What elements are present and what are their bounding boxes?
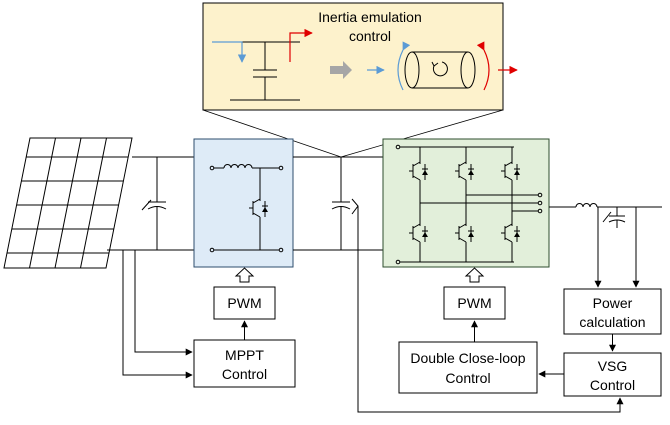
igbt-upper-1-icon xyxy=(409,160,428,184)
igbt-upper-3-icon xyxy=(501,160,520,184)
inertia-emulation-inset: Inertia emulation control xyxy=(202,2,518,158)
boost-converter xyxy=(193,138,294,268)
energy-in-arrow xyxy=(212,41,247,63)
pwm-right-block: PWM xyxy=(443,286,506,320)
dc-link-capacitor-icon xyxy=(331,157,359,250)
igbt-lower-2-icon xyxy=(455,222,474,246)
input-capacitor-icon xyxy=(141,157,167,250)
vsg-label-line1: VSG xyxy=(598,358,628,374)
inset-background xyxy=(202,2,504,111)
pwm-left-gate-arrow xyxy=(234,267,255,283)
rotor-cylinder-icon xyxy=(404,51,476,89)
vsg-control-block: VSG Control xyxy=(563,352,662,397)
double-close-loop-block: Double Close-loop Control xyxy=(398,341,538,394)
vsg-label-line2: Control xyxy=(590,377,635,393)
mppt-label-line1: MPPT xyxy=(225,347,264,363)
boost-converter-box xyxy=(193,138,294,268)
inverter-legs xyxy=(409,147,520,262)
double-loop-label-line1: Double Close-loop xyxy=(410,350,525,366)
rotor-red-arc xyxy=(476,41,490,91)
power-label-line1: Power xyxy=(593,295,633,311)
pv-panel-icon xyxy=(3,137,133,269)
energy-out-arrow xyxy=(289,28,313,62)
transition-arrow-icon xyxy=(330,61,352,79)
zoom-line-left xyxy=(202,109,342,158)
power-label-line2: calculation xyxy=(579,314,645,330)
zoom-line-right xyxy=(340,109,504,158)
rotor-blue-arc xyxy=(397,41,411,91)
power-calculation-block: Power calculation xyxy=(563,288,662,335)
filter-inductor-icon xyxy=(575,203,598,208)
dc-voltage-to-vsg xyxy=(357,206,624,413)
pwm-right-label: PWM xyxy=(457,295,491,311)
igbt-lower-1-icon xyxy=(409,222,428,246)
filter-capacitor-icon xyxy=(602,207,626,228)
mppt-control-block: MPPT Control xyxy=(193,339,296,388)
pv-current-feedback xyxy=(122,250,193,379)
inset-title-line2: control xyxy=(349,28,391,44)
pwm-left-label: PWM xyxy=(227,295,261,311)
inset-title-line1: Inertia emulation xyxy=(318,9,422,25)
mppt-label-line2: Control xyxy=(222,366,267,382)
double-loop-label-line2: Control xyxy=(445,370,490,386)
pwm-right-gate-arrow xyxy=(464,267,485,283)
pwm-left-block: PWM xyxy=(213,286,276,320)
pv-voltage-feedback xyxy=(134,250,193,356)
three-phase-inverter xyxy=(382,138,550,268)
boost-inductor-icon xyxy=(223,164,253,169)
igbt-upper-2-icon xyxy=(455,160,474,184)
igbt-lower-3-icon xyxy=(501,222,520,246)
boost-igbt-icon xyxy=(249,197,268,222)
